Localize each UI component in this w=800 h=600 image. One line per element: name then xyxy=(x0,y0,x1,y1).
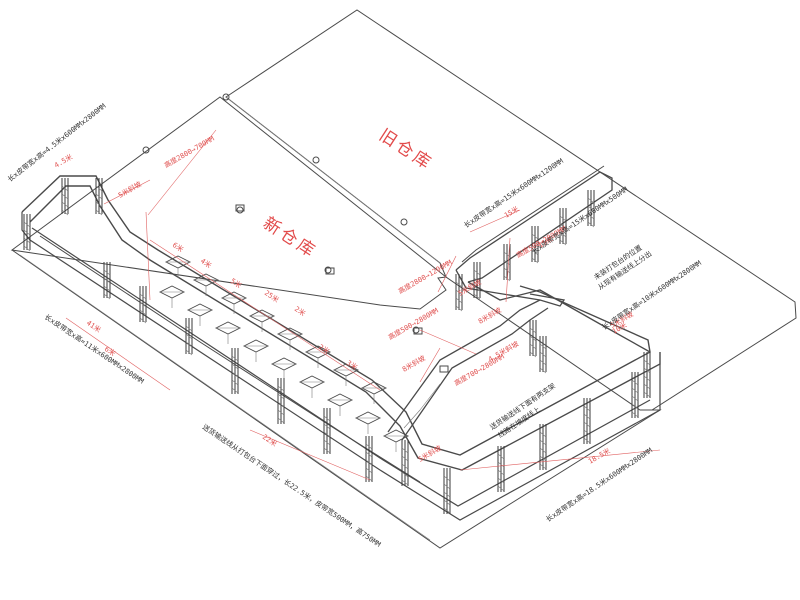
support-leg xyxy=(583,398,591,444)
conveyor-slope xyxy=(387,299,549,441)
dim-len-4: 4米 xyxy=(199,256,213,270)
note-top-conveyor: 长x皮带宽x高=15米x600MMx1200MM xyxy=(462,156,565,229)
support-leg xyxy=(401,440,409,486)
conveyor-main-loop xyxy=(21,175,661,521)
support-leg xyxy=(455,274,463,312)
packing-station xyxy=(326,393,354,416)
dim-len-45: 4.5米 xyxy=(53,152,75,170)
new-warehouse-label: 新仓库 xyxy=(259,213,320,262)
support-legs xyxy=(23,178,651,514)
packing-station xyxy=(304,345,332,368)
old-warehouse-label: 旧仓库 xyxy=(375,125,436,174)
packing-stations xyxy=(158,255,410,452)
support-leg xyxy=(95,178,103,216)
support-leg xyxy=(539,424,547,470)
support-leg xyxy=(231,348,239,394)
note-left-conveyor: 长x皮带宽x高=4.5米x600MMx2800MM xyxy=(6,101,108,183)
packing-station xyxy=(242,339,270,362)
support-leg xyxy=(443,468,451,514)
dim-height-1: 高度2800→700MM xyxy=(163,134,216,170)
support-leg xyxy=(103,262,111,300)
support-leg xyxy=(587,190,595,228)
support-leg xyxy=(531,226,539,264)
support-leg xyxy=(643,352,651,398)
dim-len-2a: 2米 xyxy=(293,304,307,318)
support-leg xyxy=(23,214,31,252)
packing-station xyxy=(192,273,220,296)
packing-station xyxy=(298,375,326,398)
support-leg xyxy=(139,286,147,324)
packing-station xyxy=(332,363,360,386)
support-leg xyxy=(365,436,373,482)
support-leg xyxy=(473,262,481,300)
dim-slope-1: 5米斜坡 xyxy=(117,179,143,199)
dim-len-6a: 6米 xyxy=(171,240,185,254)
packing-station xyxy=(270,357,298,380)
packing-station xyxy=(248,309,276,332)
packing-station xyxy=(158,285,186,308)
support-leg xyxy=(323,408,331,454)
packing-station xyxy=(186,303,214,326)
dim-len-5a: 5米 xyxy=(229,276,243,290)
dim-slope-4: 8米斜坡 xyxy=(401,353,427,373)
packing-station xyxy=(164,255,192,278)
packing-station xyxy=(382,429,410,452)
dimension-lines xyxy=(65,129,661,481)
note-right-conveyor: 长x皮带宽x高=15米x600MMx500MM xyxy=(530,185,629,256)
support-leg xyxy=(529,320,537,358)
support-leg xyxy=(631,372,639,418)
support-leg xyxy=(277,378,285,424)
packing-station xyxy=(354,411,382,434)
packing-station xyxy=(214,321,242,344)
support-leg xyxy=(539,336,547,374)
dim-len-15a: 15米 xyxy=(503,204,521,220)
support-leg xyxy=(559,208,567,246)
support-leg xyxy=(61,178,69,216)
dim-len-25: 25米 xyxy=(263,288,281,304)
dim-slope-3: 8米斜坡 xyxy=(477,305,503,325)
support-leg xyxy=(185,318,193,356)
note-bottom-right-conveyor: 长x皮带宽x高=10米x600MMx2800MM xyxy=(600,258,703,331)
dim-height-3: 高度500→2800MM xyxy=(387,306,440,342)
packing-station xyxy=(276,327,304,350)
packing-station xyxy=(220,291,248,314)
dim-len-41: 41米 xyxy=(85,318,103,334)
support-leg xyxy=(497,446,505,492)
dim-len-22: 22米 xyxy=(261,432,279,448)
conveyor-top-branch xyxy=(455,165,651,353)
packing-station xyxy=(360,381,388,404)
